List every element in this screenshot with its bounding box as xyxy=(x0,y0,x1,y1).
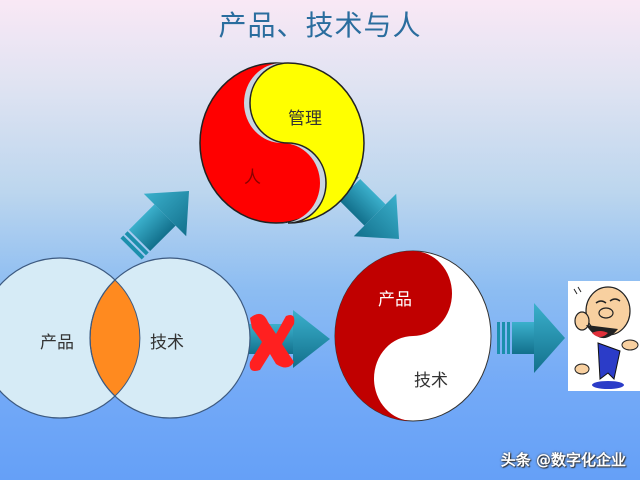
venn-diagram xyxy=(0,257,251,419)
laughing-man-image xyxy=(568,281,640,391)
yinyang-people-management xyxy=(199,62,365,224)
venn-label-product: 产品 xyxy=(40,333,74,353)
venn-label-tech: 技术 xyxy=(150,333,184,353)
arrow-right-result xyxy=(497,303,565,373)
yinyang-bottom-label-product: 产品 xyxy=(378,290,412,310)
blocked-x-icon xyxy=(249,313,295,371)
yinyang-top-label-management: 管理 xyxy=(288,109,322,129)
watermark: 头条 @数字化企业 xyxy=(500,451,626,469)
page-title: 产品、技术与人 xyxy=(218,9,422,42)
arrow-up-right xyxy=(120,190,190,260)
yinyang-product-tech xyxy=(334,250,492,422)
yinyang-top-label-people: 人 xyxy=(244,168,261,188)
yinyang-bottom-label-tech: 技术 xyxy=(414,371,448,391)
